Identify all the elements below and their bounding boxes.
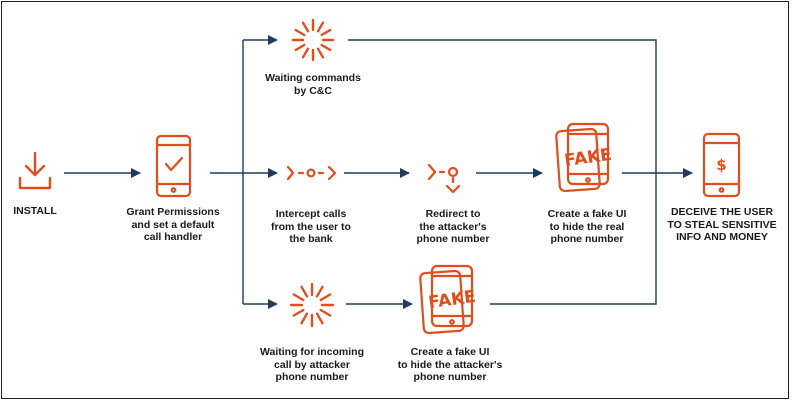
fake-phone-icon: FAKE [555, 122, 613, 193]
loading-burst-icon [289, 282, 335, 328]
burst-ray [292, 293, 305, 302]
fake-badge-text: FAKE [563, 145, 613, 171]
label-line: to hide the attacker's [397, 358, 503, 371]
dollar-glyph: $ [716, 156, 726, 174]
line-waiting-commands-to-merge [348, 39, 657, 173]
phone-check-icon [155, 134, 192, 198]
label-line: Create a fake UI [410, 346, 490, 358]
label-line: TO STEAL SENSITIVE [667, 218, 777, 231]
label-line: and set a default [131, 218, 215, 231]
fake-phone-icon: FAKE [419, 264, 477, 335]
intercept-icon [286, 165, 337, 181]
fake-badge-text: FAKE [427, 287, 477, 313]
label-line: Redirect to [425, 208, 481, 220]
connectors [64, 35, 693, 309]
label-line: call handler [143, 231, 203, 243]
label-line: the bank [289, 233, 333, 245]
loading-burst-icon [291, 18, 335, 62]
burst-ray [301, 21, 310, 33]
burst-ray [319, 293, 332, 302]
label-line: phone number [416, 233, 490, 245]
redirect-icon [427, 163, 461, 194]
burst-ray [320, 43, 332, 52]
label-line: Waiting for incoming [259, 346, 364, 358]
burst-ray [301, 47, 310, 59]
download-icon [18, 151, 52, 190]
label-line: phone number [550, 233, 624, 245]
label-line: Create a fake UI [547, 208, 627, 220]
burst-ray [315, 312, 324, 325]
label-line: INFO AND MONEY [676, 231, 768, 243]
label-line: from the user to [271, 220, 351, 233]
label-line: Waiting commands [265, 72, 361, 84]
burst-ray [315, 285, 324, 298]
line-fake-attacker-to-merge [490, 173, 657, 305]
label-line: call by attacker [274, 358, 350, 371]
label-line: by C&C [294, 84, 332, 97]
burst-ray [300, 285, 309, 298]
label-line: INSTALL [13, 205, 57, 217]
burst-ray [300, 312, 309, 325]
label-line: Grant Permissions [126, 206, 220, 218]
burst-ray [319, 308, 332, 317]
burst-ray [316, 21, 325, 33]
burst-ray [316, 47, 325, 59]
label-line: the attacker's [419, 220, 487, 233]
label-line: phone number [275, 371, 349, 383]
label-line: DECEIVE THE USER [670, 206, 774, 218]
label-line: to hide the real [549, 220, 625, 233]
burst-ray [320, 28, 332, 37]
burst-ray [294, 43, 306, 52]
burst-ray [292, 308, 305, 317]
label-line: Intercept calls [275, 208, 347, 220]
phone-dollar-icon: $ [702, 132, 741, 198]
burst-ray [294, 28, 306, 37]
label-line: phone number [413, 371, 487, 383]
node-label-install: INSTALL [5, 205, 65, 218]
